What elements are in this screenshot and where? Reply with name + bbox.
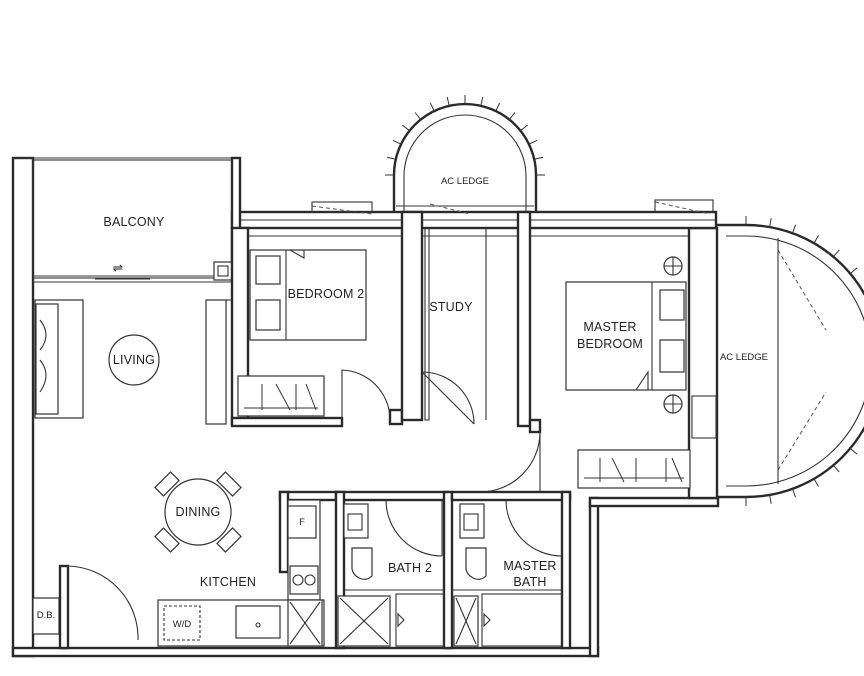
ledge-tick: [386, 156, 396, 160]
bed-master: [565, 256, 687, 414]
study-walls: [400, 210, 532, 428]
ledge-tick: [792, 488, 797, 498]
ledge-tick: [392, 139, 402, 145]
ledge-tick: [528, 139, 538, 145]
label-master-bedroom-2: BEDROOM: [577, 337, 643, 351]
tv-console: [205, 299, 232, 425]
ledge-tick: [446, 96, 450, 106]
label-bath2: BATH 2: [388, 561, 432, 575]
ac-ledge-right: [714, 216, 864, 506]
ledge-tick: [792, 224, 797, 234]
label-master-bedroom-1: MASTER: [583, 320, 636, 334]
bath2: [334, 490, 454, 650]
label-kitchen: KITCHEN: [200, 575, 256, 589]
bedroom2-walls: [230, 226, 404, 428]
ledge-tick: [480, 96, 484, 106]
wardrobe-master: [577, 395, 717, 489]
sofa: [34, 299, 84, 419]
label-dining: DINING: [176, 505, 221, 519]
label-master-bath-1: MASTER: [503, 559, 556, 573]
label-wd: W/D: [173, 619, 192, 630]
window-swings: [311, 199, 714, 215]
ledge-tick: [534, 156, 544, 160]
ledge-tick: [849, 448, 858, 455]
label-ac-ledge-top: AC LEDGE: [441, 176, 489, 187]
ledge-tick: [769, 218, 772, 228]
dining-table: [154, 471, 242, 553]
wardrobe-bedroom2: [237, 375, 325, 417]
label-master-bath-2: BATH: [513, 575, 546, 589]
ledge-tick: [414, 112, 422, 120]
ledge-tick: [429, 102, 435, 112]
ledge-tick: [813, 478, 819, 487]
entry: [32, 564, 139, 650]
ledge-tick: [833, 249, 840, 258]
outer-walls: [11, 156, 720, 658]
ac-ledge-top: [385, 95, 545, 216]
ledge-tick: [508, 112, 516, 120]
ledge-tick: [495, 102, 501, 112]
label-bedroom2: BEDROOM 2: [288, 287, 365, 301]
label-fridge: F: [299, 517, 305, 528]
bed-bedroom2: [249, 249, 367, 341]
label-db: D.B.: [37, 610, 55, 621]
ledge-tick: [849, 267, 858, 274]
ledge-tick: [520, 124, 528, 132]
ledge-tick: [769, 494, 772, 504]
master-bath: [450, 490, 572, 650]
label-balcony: BALCONY: [103, 215, 165, 229]
label-living: LIVING: [113, 353, 155, 367]
kitchen: [157, 490, 342, 647]
living-marker: [108, 334, 160, 386]
ledge-tick: [402, 124, 410, 132]
label-study: STUDY: [429, 300, 473, 314]
ledge-tick: [833, 464, 840, 473]
sliding-door-symbol: ⇌: [113, 261, 124, 275]
label-ac-ledge-right: AC LEDGE: [720, 352, 768, 363]
ledge-tick: [813, 235, 819, 244]
